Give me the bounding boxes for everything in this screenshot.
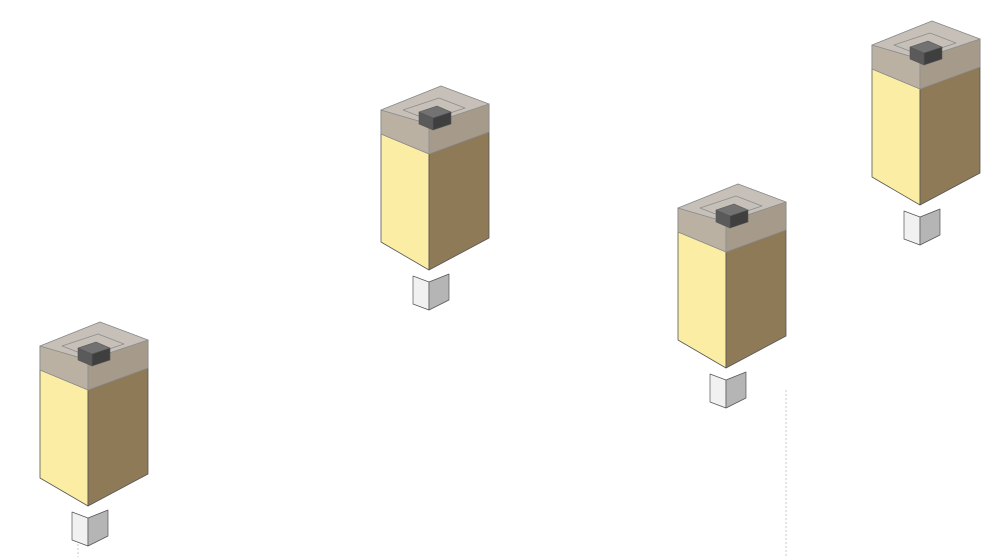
glass-cap: [380, 85, 490, 155]
base-side-face: [919, 208, 941, 246]
column-base: [412, 273, 450, 311]
glass-cap: [871, 20, 981, 90]
glass-top: [871, 20, 981, 60]
cap-top: [77, 341, 111, 355]
glass-top: [677, 183, 787, 223]
cap-block: [77, 341, 111, 367]
column-block-1[interactable]: column-block-icon: [39, 321, 149, 547]
glass-cap: [677, 183, 787, 253]
glass-top: [380, 85, 490, 125]
base-front-face: [903, 210, 921, 246]
base-side-face: [725, 371, 747, 409]
base-front-face: [709, 373, 727, 409]
cap-block: [909, 40, 943, 66]
base-front-face: [71, 511, 89, 547]
cap-top: [418, 105, 452, 119]
cap-top: [909, 40, 943, 54]
base-front-face: [412, 275, 430, 311]
glass-top: [39, 321, 149, 361]
base-side-face: [87, 509, 109, 547]
cap-top: [715, 203, 749, 217]
base-side-face: [428, 273, 450, 311]
column-base: [903, 208, 941, 246]
column-base: [71, 509, 109, 547]
column-block-3[interactable]: column-block-icon: [677, 183, 787, 409]
column-block-2[interactable]: column-block-icon: [380, 85, 490, 311]
cap-block: [418, 105, 452, 131]
cap-block: [715, 203, 749, 229]
column-block-4[interactable]: column-block-icon: [871, 20, 981, 246]
glass-cap: [39, 321, 149, 391]
column-base: [709, 371, 747, 409]
